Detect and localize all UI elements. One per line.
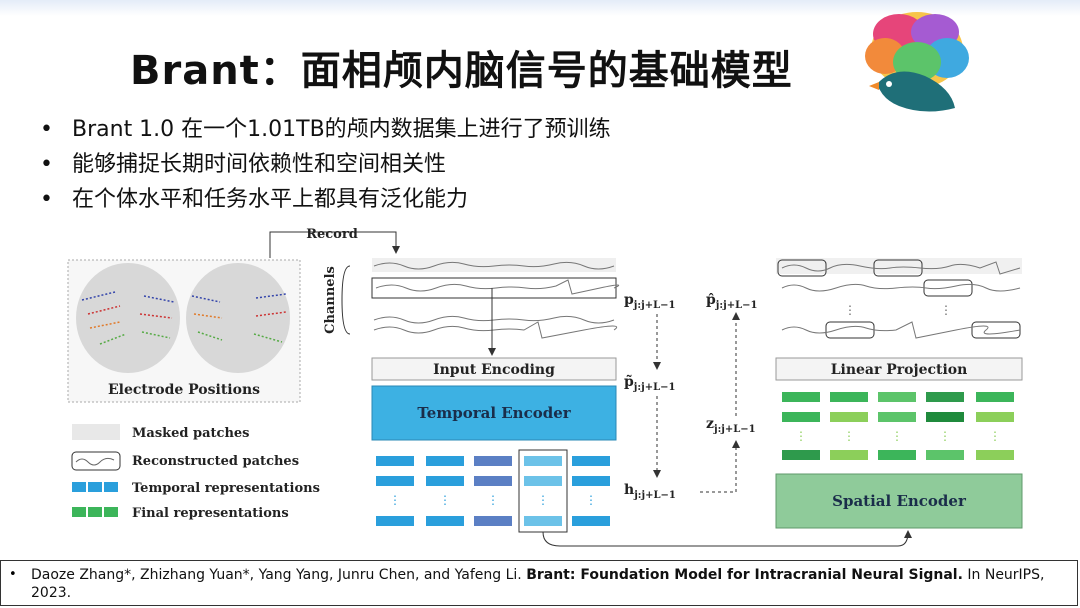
bullet-item: 能够捕捉长期时间依赖性和空间相关性 [40, 147, 611, 182]
reference-text: Daoze Zhang*, Zhizhang Yuan*, Yang Yang,… [31, 566, 1061, 602]
brain-left [76, 263, 180, 373]
spatial-encoder-label: Spatial Encoder [832, 492, 967, 510]
p-tilde-label: p̃j:j+L−1 [624, 373, 675, 393]
reference-bullet: • [9, 567, 17, 582]
bullet-item: Brant 1.0 在一个1.01TB的颅内数据集上进行了预训练 [40, 112, 611, 147]
linear-projection-label: Linear Projection [831, 362, 968, 378]
svg-text:⋮: ⋮ [940, 303, 952, 317]
svg-text:⋮: ⋮ [891, 429, 903, 443]
legend-final: Final representations [132, 506, 289, 521]
legend-reconstructed: Reconstructed patches [132, 454, 299, 469]
brant-architecture-figure: Electrode Positions Masked patches Recon… [67, 227, 1023, 547]
svg-text:⋮: ⋮ [989, 429, 1001, 443]
reference-venue: In NeurIPS, 2023. [31, 567, 1045, 601]
h-label: hj:j+L−1 [624, 482, 676, 501]
record-label: Record [306, 227, 358, 242]
legend-final-swatch [72, 507, 118, 517]
record-arrow [269, 231, 400, 258]
spatial-encoder-box [775, 473, 1023, 529]
top-banner [0, 0, 1080, 16]
svg-text:⋮: ⋮ [795, 429, 807, 443]
svg-text:⋮: ⋮ [439, 493, 451, 507]
electrode-label: Electrode Positions [108, 382, 260, 398]
z-label: zj:j+L−1 [706, 416, 756, 435]
svg-text:⋮: ⋮ [585, 493, 597, 507]
final-rep-grid: ⋮ ⋮ ⋮ ⋮ ⋮ [782, 392, 1014, 460]
temporal-rep-grid: ⋮ ⋮ ⋮ ⋮ ⋮ [376, 449, 610, 533]
reference-authors: Daoze Zhang*, Zhizhang Yuan*, Yang Yang,… [31, 567, 527, 583]
channels-label: Channels [323, 266, 338, 334]
brain-bird-logo [865, 12, 969, 112]
temporal-encoder-label: Temporal Encoder [417, 404, 571, 422]
p-hat-label: p̂j:j+L−1 [706, 292, 757, 311]
legend-temporal-swatch [72, 482, 118, 492]
svg-text:⋮: ⋮ [487, 493, 499, 507]
input-encoding-label: Input Encoding [433, 362, 555, 378]
linear-projection-box [775, 357, 1023, 381]
temporal-encoder-box [371, 385, 617, 441]
raw-signals [371, 258, 620, 339]
legend-temporal: Temporal representations [132, 481, 320, 496]
p-label: pj:j+L−1 [624, 292, 675, 311]
reference-box: • Daoze Zhang*, Zhizhang Yuan*, Yang Yan… [0, 560, 1078, 606]
legend-masked: Masked patches [132, 426, 250, 441]
reconstructed-signals: ⋮⋮ [776, 258, 1022, 339]
slide-title: Brant：面相颅内脑信号的基础模型 [130, 48, 793, 94]
reference-title: Brant: Foundation Model for Intracranial… [526, 567, 963, 583]
bullet-list: Brant 1.0 在一个1.01TB的颅内数据集上进行了预训练 能够捕捉长期时… [40, 112, 611, 217]
svg-text:⋮: ⋮ [843, 429, 855, 443]
svg-text:⋮: ⋮ [537, 493, 549, 507]
legend-masked-swatch [72, 424, 120, 440]
legend-reconstructed-swatch [71, 451, 121, 471]
brain-right [186, 263, 290, 373]
bullet-item: 在个体水平和任务水平上都具有泛化能力 [40, 182, 611, 217]
input-encoding-box [371, 357, 617, 381]
svg-text:⋮: ⋮ [389, 493, 401, 507]
svg-text:⋮: ⋮ [844, 303, 856, 317]
svg-text:⋮: ⋮ [939, 429, 951, 443]
